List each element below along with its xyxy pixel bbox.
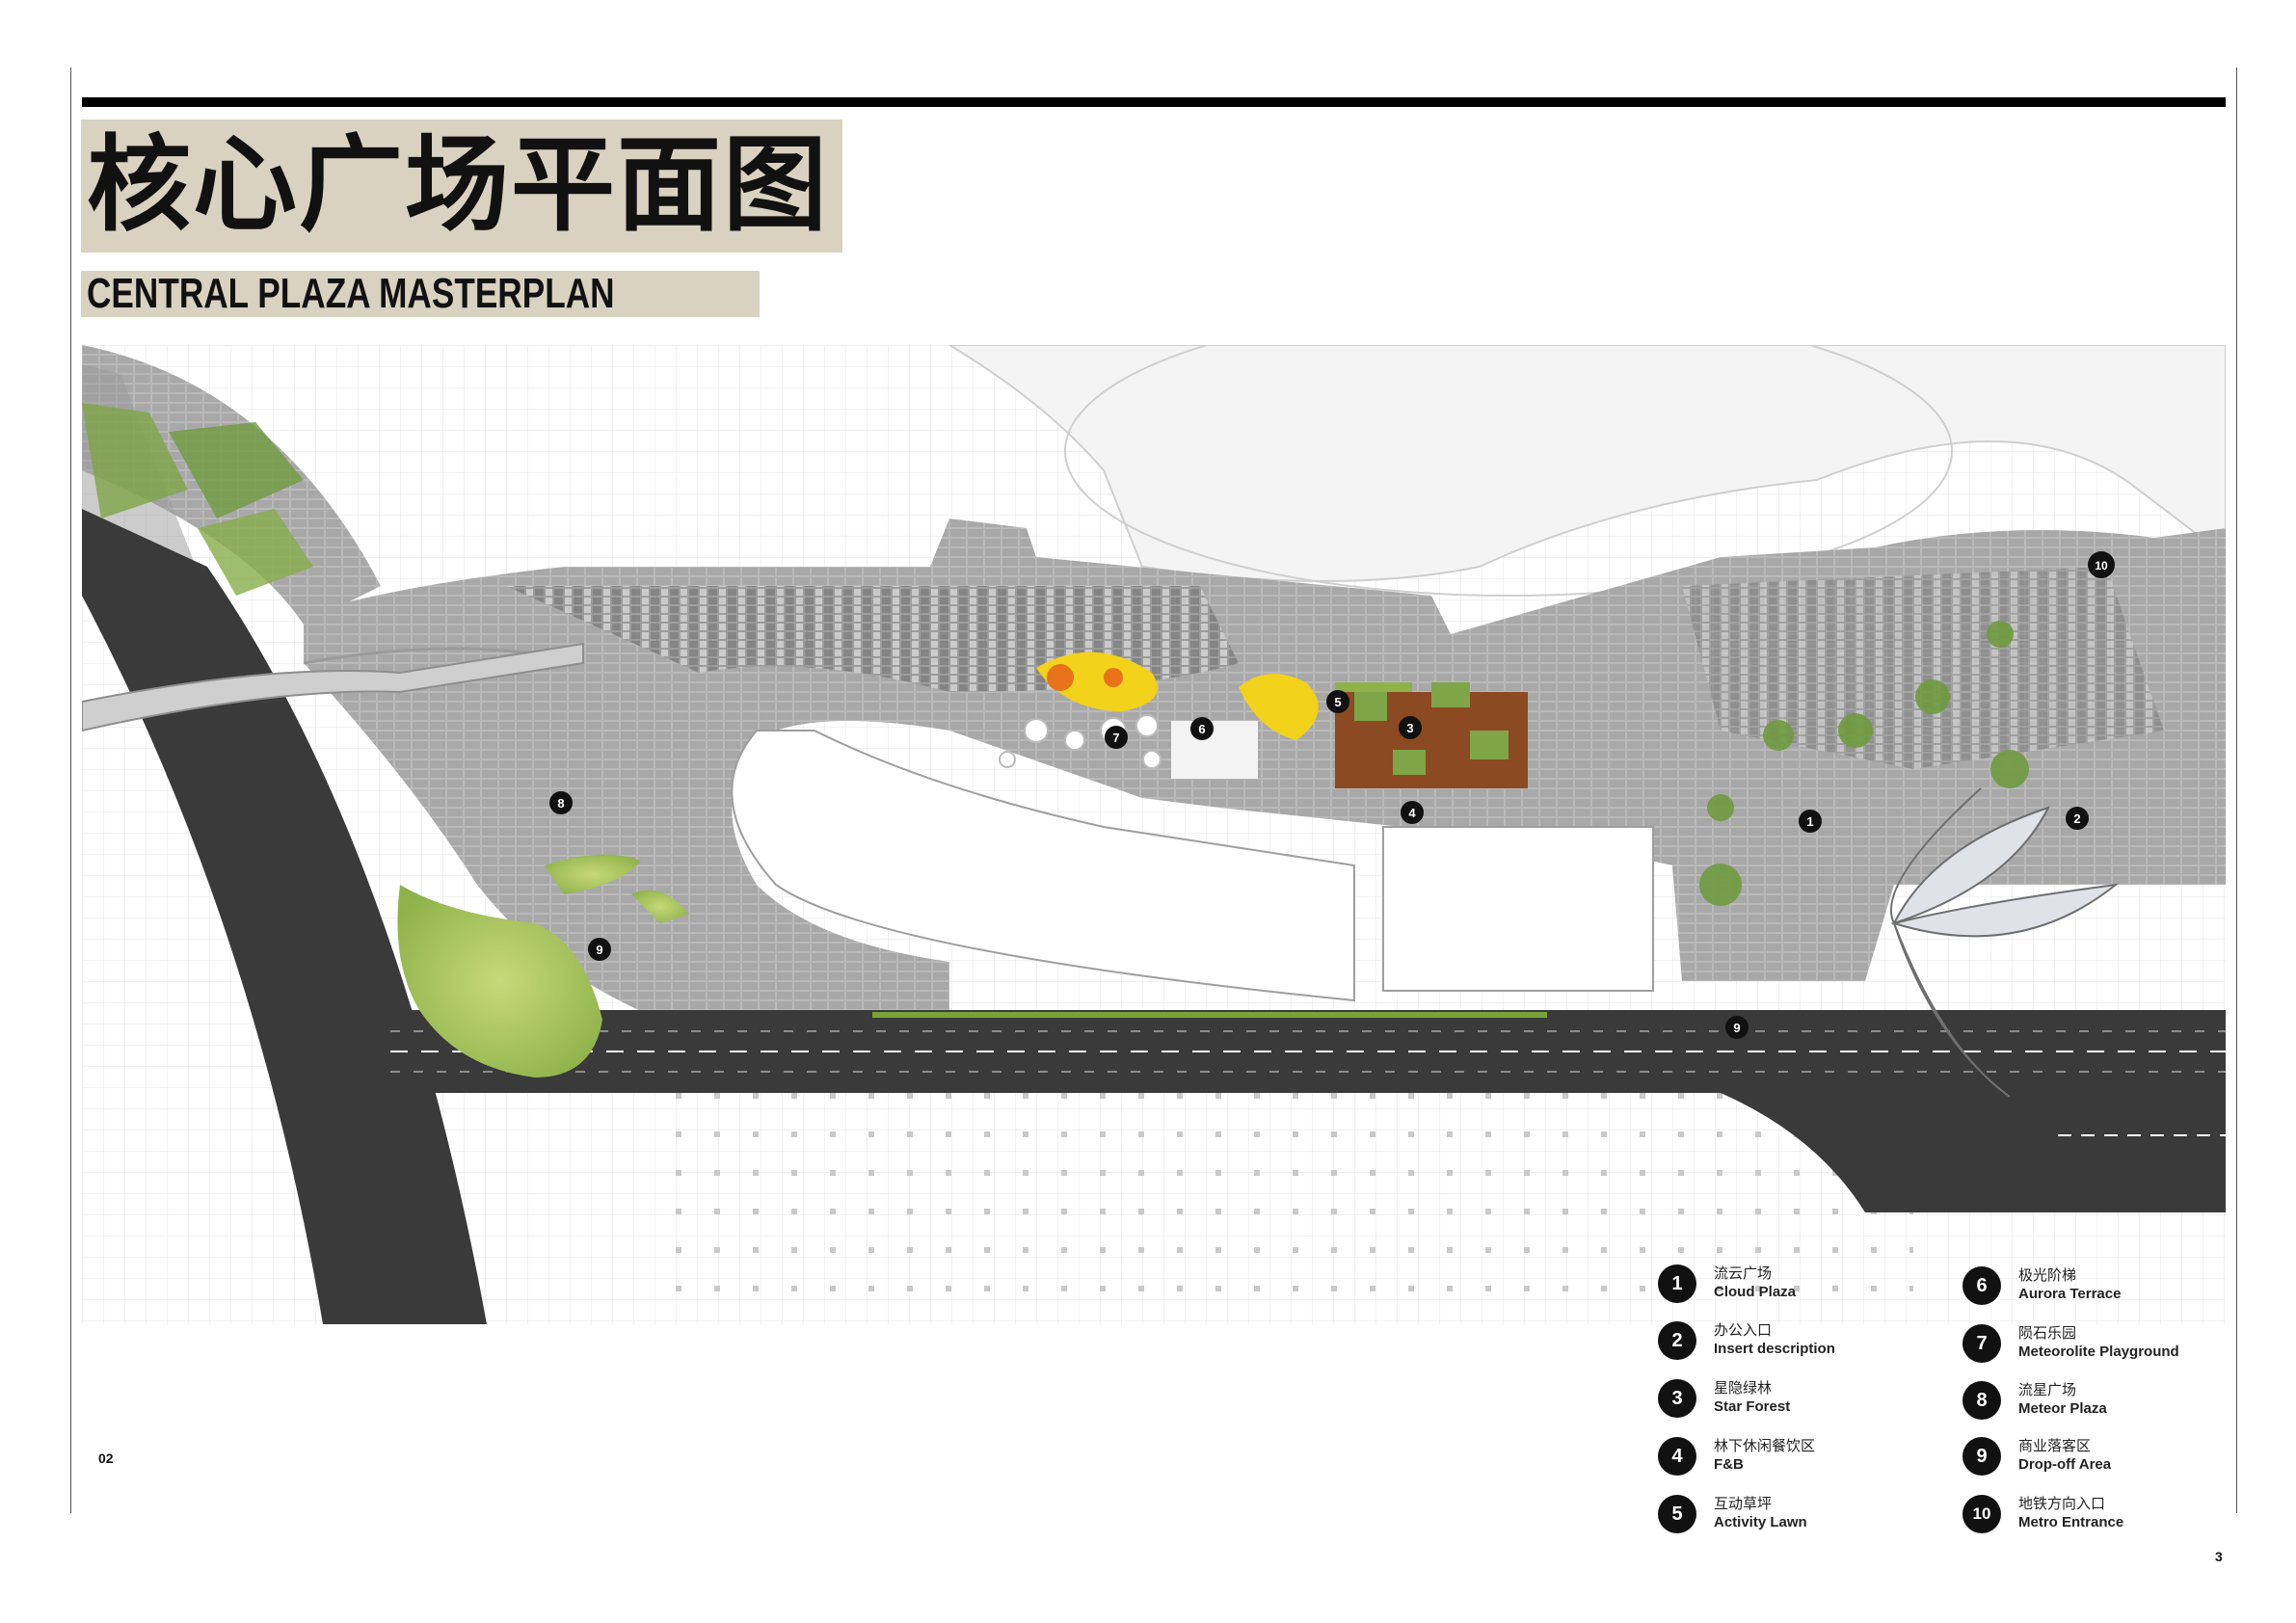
legend-item-10: 10 地铁方向入口 Metro Entrance (1962, 1489, 2296, 1539)
west-road (82, 509, 487, 1324)
page-title-cn: 核心广场平面图 (81, 120, 843, 253)
masterplan-drawing: 1 2 3 4 5 6 7 8 9 9 10 (82, 345, 2226, 1324)
legend-label-en: Meteor Plaza (2018, 1400, 2107, 1417)
legend-item-8: 8 流星广场 Meteor Plaza (1962, 1375, 2296, 1425)
plan-markers: 1 2 3 4 5 6 7 8 9 9 10 (549, 551, 2115, 1039)
title-rule (82, 97, 2226, 107)
legend-label-cn: 极光阶梯 (2018, 1266, 2077, 1284)
plan-marker-9a: 9 (596, 943, 602, 957)
small-lawn-b (631, 890, 689, 923)
page-number-left: 02 (98, 1450, 114, 1466)
legend-label-en: Meteorolite Playground (2018, 1344, 2179, 1360)
roundabout-lawn (397, 885, 602, 1078)
legend-number: 3 (1658, 1379, 1696, 1418)
planting-b (169, 422, 304, 519)
plan-marker-6: 6 (1198, 722, 1205, 736)
plan-marker-8: 8 (557, 796, 564, 811)
star-forest-trees (1354, 682, 1508, 775)
activity-lawn-yellow (1239, 674, 1319, 740)
legend-number: 4 (1658, 1437, 1696, 1476)
legend-label-cn: 办公入口 (1714, 1321, 1773, 1339)
plan-marker-1: 1 (1806, 814, 1813, 829)
legend-label-en: Star Forest (1714, 1398, 1791, 1415)
legend-label-en: Aurora Terrace (2018, 1286, 2122, 1302)
legend-label-cn: 星隐绿林 (1714, 1379, 1773, 1397)
legend-label-cn: 流云广场 (1714, 1264, 1773, 1282)
small-lawn-a (545, 854, 641, 894)
legend-number: 7 (1962, 1324, 2001, 1363)
meteorite-orange-a (1047, 664, 1074, 691)
right-border-line (2236, 67, 2237, 1513)
legend-item-2: 2 办公入口 Insert description (1658, 1316, 2005, 1366)
legend-label-en: F&B (1714, 1456, 1744, 1473)
plan-marker-7: 7 (1112, 731, 1119, 745)
legend-label-cn: 商业落客区 (2018, 1437, 2092, 1454)
pavilion-footprint (1382, 826, 1654, 992)
road-verge-planting (872, 1012, 1547, 1018)
legend-item-9: 9 商业落客区 Drop-off Area (1962, 1431, 2296, 1481)
legend-label-cn: 地铁方向入口 (2018, 1495, 2106, 1512)
plan-marker-4: 4 (1408, 806, 1416, 820)
planting-a (82, 403, 188, 519)
legend-label-en: Activity Lawn (1714, 1514, 1807, 1530)
legend-item-6: 6 极光阶梯 Aurora Terrace (1962, 1261, 2296, 1311)
legend-label-cn: 陨石乐园 (2018, 1324, 2077, 1342)
left-border-line (70, 67, 71, 1513)
legend-label-en: Metro Entrance (2018, 1514, 2124, 1530)
legend-label-cn: 流星广场 (2018, 1381, 2077, 1398)
aurora-terrace-steps (1171, 721, 1258, 779)
masterplan-svg: 1 2 3 4 5 6 7 8 9 9 10 (82, 345, 2226, 1324)
legend-item-4: 4 林下休闲餐饮区 F&B (1658, 1431, 2005, 1481)
planting-c (198, 509, 313, 596)
plan-marker-9b: 9 (1733, 1021, 1740, 1035)
legend-number: 10 (1962, 1495, 2001, 1533)
legend-number: 6 (1962, 1266, 2001, 1305)
legend-item-3: 3 星隐绿林 Star Forest (1658, 1373, 2005, 1423)
legend-label-en: Drop-off Area (2018, 1456, 2112, 1473)
building-footprint-north (948, 345, 2226, 582)
plan-marker-10: 10 (2095, 559, 2108, 572)
plaza-trees (1699, 621, 2029, 906)
legend-item-5: 5 互动草坪 Activity Lawn (1658, 1489, 2005, 1539)
building-outline-oval (1064, 345, 1953, 597)
entrance-canopy (1889, 787, 2120, 1098)
page-title-en: CENTRAL PLAZA MASTERPLAN (81, 270, 761, 317)
legend-number: 5 (1658, 1495, 1696, 1533)
main-road (390, 1010, 2226, 1093)
pedestrian-bridge (82, 642, 584, 732)
legend-number: 9 (1962, 1437, 2001, 1476)
plan-marker-3: 3 (1406, 721, 1413, 735)
page-title-en-text: CENTRAL PLAZA MASTERPLAN (87, 270, 615, 317)
legend-number: 8 (1962, 1381, 2001, 1420)
legend-label-cn: 互动草坪 (1714, 1495, 1773, 1512)
legend-number: 1 (1658, 1264, 1696, 1303)
east-pattern-paving (1682, 567, 2164, 769)
legend-number: 2 (1658, 1321, 1696, 1360)
legend-item-1: 1 流云广场 Cloud Plaza (1658, 1259, 2005, 1309)
east-road-branch (1721, 1093, 2226, 1212)
legend-label-en: Insert description (1714, 1341, 1835, 1357)
legend-item-7: 7 陨石乐园 Meteorolite Playground (1962, 1318, 2296, 1369)
parking-lot (660, 1078, 1913, 1324)
plan-marker-2: 2 (2073, 812, 2080, 826)
page-number-right: 3 (2215, 1549, 2223, 1564)
retail-building-footprint (731, 730, 1355, 1002)
legend-label-cn: 林下休闲餐饮区 (1714, 1437, 1816, 1454)
plan-marker-5: 5 (1334, 695, 1341, 709)
legend-label-en: Cloud Plaza (1714, 1284, 1797, 1300)
meteorite-orange-b (1104, 668, 1123, 687)
